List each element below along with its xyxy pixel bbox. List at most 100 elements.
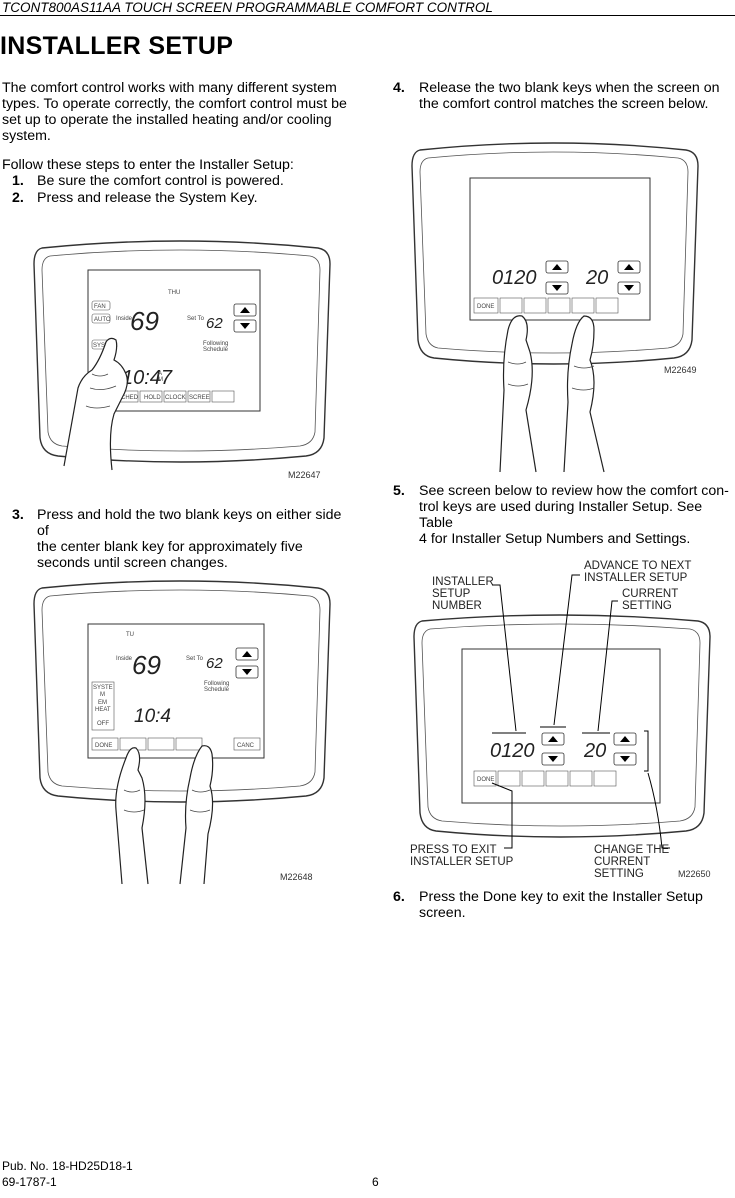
step-line: the comfort control matches the screen b…	[419, 96, 709, 112]
figure-installer-key-diagram: INSTALLER SETUP NUMBER ADVANCE TO NEXT I…	[410, 560, 711, 880]
step-6: 6. Press the Done key to exit the Instal…	[393, 889, 733, 921]
leader-advance	[553, 574, 580, 726]
setting-value: 20	[585, 267, 608, 289]
cancel-label: CANC	[237, 743, 255, 749]
down-arrow-icon	[552, 285, 562, 291]
page-number: 6	[372, 1175, 379, 1189]
blank-key[interactable]	[593, 770, 617, 787]
blank-key[interactable]	[545, 770, 569, 787]
clock-time: 10:47	[122, 367, 173, 389]
leader-change	[647, 772, 670, 849]
blank-key[interactable]	[571, 297, 595, 314]
installer-number: 0120	[490, 740, 535, 762]
advance-label: INSTALLER SETUP	[584, 572, 688, 584]
blank-key-center[interactable]	[147, 737, 175, 751]
intro-paragraph: The comfort control works with many diff…	[2, 80, 352, 144]
following-label: Following	[203, 341, 228, 347]
blank-key[interactable]	[595, 297, 619, 314]
schedule-label: Schedule	[203, 347, 229, 353]
step-3: 3. Press and hold the two blank keys on …	[12, 507, 357, 571]
running-header: TCONT800AS11AA TOUCH SCREEN PROGRAMMABLE…	[0, 0, 735, 16]
blank-key[interactable]	[569, 770, 593, 787]
change-setting-label: CURRENT	[594, 856, 650, 868]
step-number: 6.	[393, 889, 405, 905]
soft-keys: SCHED HOLD CLOCK SCREE	[115, 390, 235, 403]
step-1: 1. Be sure the comfort control is powere…	[12, 173, 352, 189]
up-arrow-icon	[240, 307, 250, 313]
set-temp: 62	[206, 655, 223, 672]
up-arrow-icon	[620, 736, 630, 742]
following-label: Following	[204, 681, 229, 687]
blank-key[interactable]	[211, 390, 235, 403]
screen-key[interactable]	[187, 390, 211, 403]
cancel-key[interactable]	[233, 737, 261, 751]
setting-value: 20	[583, 740, 606, 762]
figure-installer-screen: 0120 20 DONE M22649	[411, 142, 699, 473]
up-arrow-icon	[548, 736, 558, 742]
done-label: DONE	[477, 777, 494, 783]
step-line: trol keys are used during Installer Setu…	[419, 499, 703, 531]
blank-key[interactable]	[497, 770, 521, 787]
current-setting-label: CURRENT	[622, 588, 678, 600]
auto-key[interactable]	[91, 313, 111, 324]
step-line: Release the two blank keys when the scre…	[419, 80, 720, 96]
step-line: screen.	[419, 905, 466, 921]
hand-illustration-left	[499, 315, 537, 473]
up-arrow-icon	[242, 651, 252, 657]
step-line: Press the Done key to exit the Installer…	[419, 889, 703, 905]
system-label-m: M	[100, 692, 105, 698]
fan-key[interactable]	[91, 300, 111, 311]
done-key[interactable]	[473, 297, 499, 314]
figure-code: M22648	[280, 872, 313, 882]
blank-key[interactable]	[499, 297, 523, 314]
day-label: TU	[126, 632, 134, 638]
blank-key[interactable]	[523, 297, 547, 314]
change-setting-label: SETTING	[594, 868, 644, 880]
clock-key[interactable]	[163, 390, 187, 403]
figure-code: M22650	[678, 869, 711, 879]
done-key[interactable]	[473, 770, 497, 787]
done-label: DONE	[477, 304, 494, 310]
leader-installer	[492, 584, 517, 732]
figure-code: M22647	[288, 470, 321, 480]
step-text: Press and release the System Key.	[37, 190, 258, 206]
clock-label: CLOCK	[165, 395, 186, 401]
step-number: 1.	[12, 173, 24, 189]
up-arrow-icon	[552, 264, 562, 270]
hold-key[interactable]	[139, 390, 163, 403]
done-key[interactable]	[91, 737, 119, 751]
step-5: 5. See screen below to review how the co…	[393, 483, 733, 547]
inside-label: Inside	[116, 656, 133, 662]
installer-setup-number-label: SETUP	[432, 588, 471, 600]
intro-line: set up to operate the installed heating …	[2, 112, 332, 128]
advance-label: ADVANCE TO NEXT	[584, 560, 691, 572]
day-label: THU	[168, 290, 180, 296]
blank-key-right[interactable]	[175, 737, 203, 751]
down-arrow-icon	[240, 323, 250, 329]
system-mode-list[interactable]	[91, 681, 115, 731]
blank-key[interactable]	[547, 297, 571, 314]
set-to-label: Set To	[186, 656, 204, 662]
change-bracket	[644, 730, 649, 772]
down-arrow-icon	[548, 756, 558, 762]
step-line: See screen below to review how the comfo…	[419, 483, 729, 499]
step-number: 3.	[12, 507, 24, 523]
figure-thermostat-hold-keys: TU Inside 69 Set To 62 Following Schedul…	[33, 580, 331, 885]
em-label: EM	[98, 700, 107, 706]
am-label-a: A	[158, 371, 162, 377]
inside-temp: 69	[132, 650, 161, 680]
set-to-label: Set To	[187, 316, 205, 322]
step-line: seconds until screen changes.	[37, 555, 228, 571]
hand-illustration-right	[563, 315, 605, 473]
system-label: SYSTE	[93, 685, 113, 691]
fan-label: FAN	[94, 304, 106, 310]
leader-exit	[491, 782, 513, 849]
hand-illustration	[63, 337, 128, 471]
installer-number: 0120	[492, 267, 537, 289]
step-text: Press and hold the two blank keys on eit…	[37, 507, 357, 571]
off-label: OFF	[97, 721, 109, 727]
blank-key[interactable]	[521, 770, 545, 787]
step-line: 4 for Installer Setup Numbers and Settin…	[419, 531, 691, 547]
hand-illustration-right	[179, 745, 214, 885]
